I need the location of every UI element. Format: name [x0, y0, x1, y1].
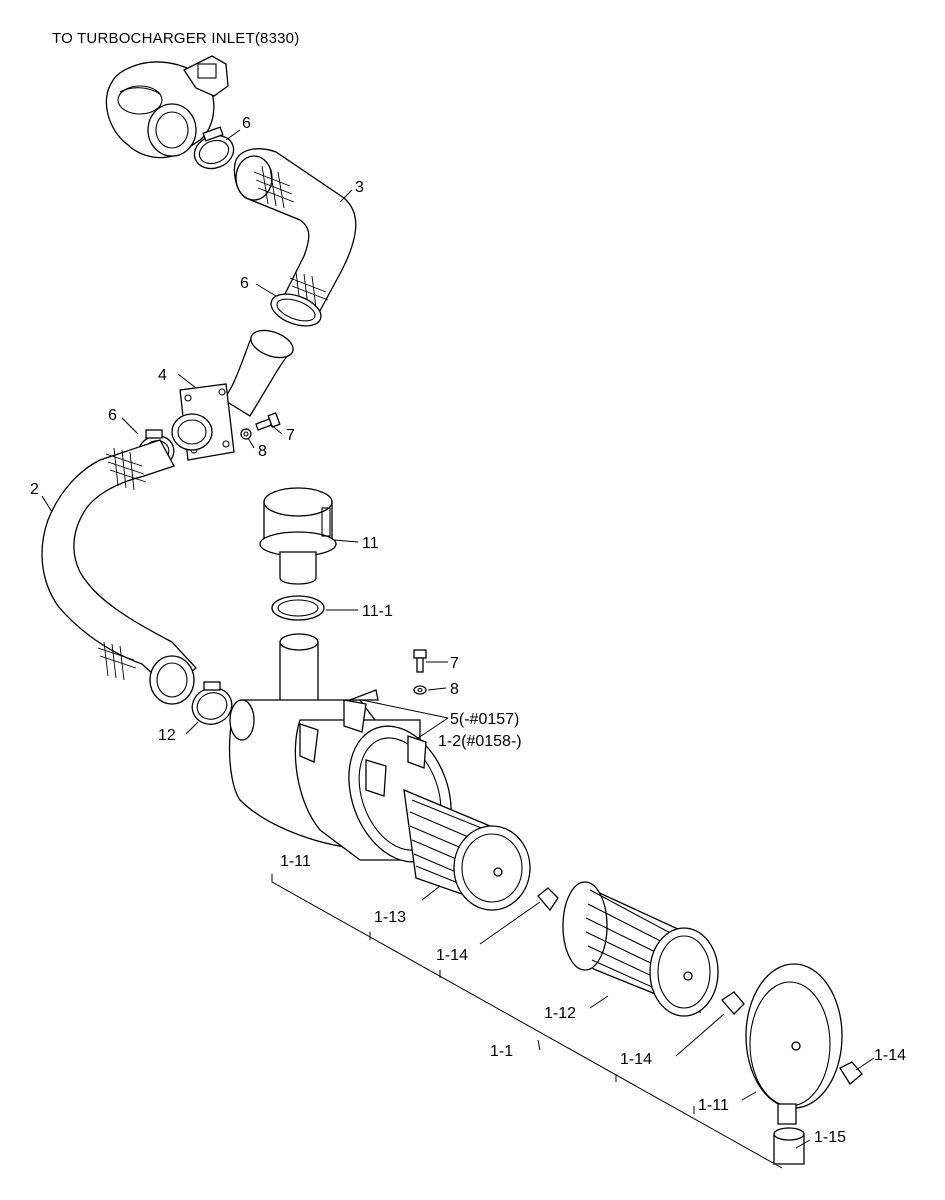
hose-clamp-6-mid [270, 293, 322, 327]
label-7-lower: 7 [450, 655, 459, 672]
precleaner-cap-11 [259, 487, 337, 585]
label-11: 11 [362, 535, 379, 552]
hose-clamp-12 [191, 681, 233, 725]
label-8-lower: 8 [450, 681, 459, 698]
label-4: 4 [158, 367, 167, 384]
label-8-upper: 8 [258, 443, 267, 460]
label-6-left: 6 [108, 407, 117, 424]
filter-element-1-12 [562, 881, 719, 1017]
label-1-2: 1-2(#0158-) [438, 733, 522, 750]
label-1-11-left: 1-11 [280, 853, 311, 870]
label-1-12: 1-12 [544, 1005, 576, 1022]
label-1-14-b: 1-14 [620, 1051, 652, 1068]
label-12: 12 [158, 727, 176, 744]
end-cover-1-11 [745, 963, 843, 1109]
bolt-7-upper [255, 412, 281, 431]
label-2: 2 [30, 481, 39, 498]
label-1-14-a: 1-14 [436, 947, 468, 964]
filter-element-1-13 [403, 788, 531, 911]
air-cleaner-housing [228, 633, 452, 863]
label-1-1: 1-1 [490, 1043, 513, 1060]
dust-valve-1-15 [773, 1103, 805, 1165]
diagram-title: TO TURBOCHARGER INLET(8330) [52, 30, 300, 47]
elbow-hose-3 [233, 148, 357, 319]
label-6-top: 6 [242, 115, 251, 132]
turbocharger [105, 55, 229, 159]
band-clamp-11-1 [271, 595, 325, 621]
washer-8-upper [240, 428, 252, 440]
leader-lines [41, 129, 875, 1169]
label-1-14-c: 1-14 [874, 1047, 906, 1064]
label-1-13: 1-13 [374, 909, 406, 926]
label-1-15: 1-15 [814, 1129, 846, 1146]
part-labels: 6 3 6 4 7 8 6 2 11 11-1 7 8 5(-#0157) 1-… [30, 115, 906, 1146]
hose-clamp-6-top [193, 126, 235, 170]
label-11-1: 11-1 [362, 603, 393, 620]
s-hose-2 [41, 439, 197, 705]
label-7-upper: 7 [286, 427, 295, 444]
wing-nut-1-14-b [721, 991, 745, 1015]
wing-nut-1-14-c [839, 1061, 863, 1085]
elbow-adapter-4 [171, 329, 294, 461]
label-6-mid: 6 [240, 275, 249, 292]
label-1-11-right: 1-11 [698, 1097, 729, 1114]
wing-nut-1-14-a [537, 887, 559, 912]
label-5: 5(-#0157) [450, 711, 519, 728]
label-3: 3 [355, 179, 364, 196]
washer-8-lower [413, 685, 427, 695]
bolt-7-lower [413, 649, 427, 673]
